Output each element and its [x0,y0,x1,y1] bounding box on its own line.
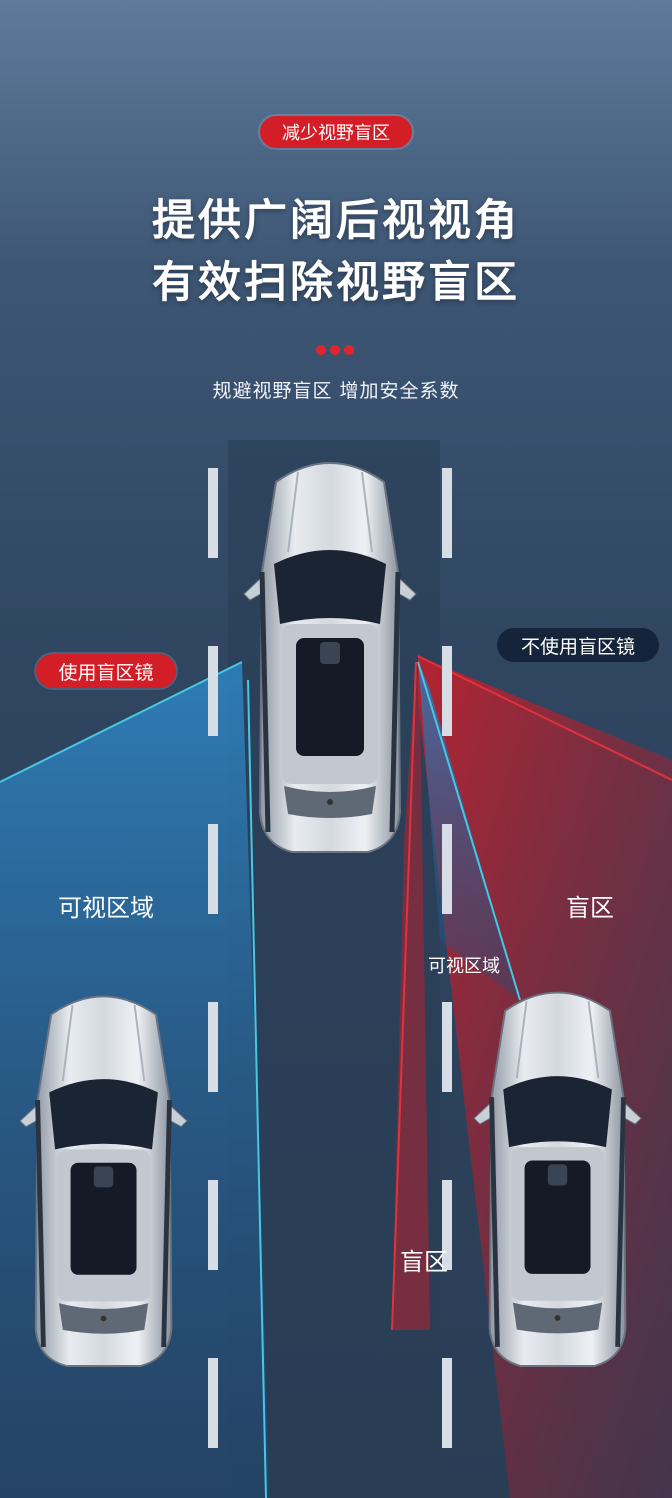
visible-zone-left-edge-inner [247,679,267,1498]
blind-zone-right-edge [417,655,672,781]
left-rear-car [20,996,187,1366]
main-car [244,463,416,852]
blind-zone-right-label: 盲区 [566,894,614,922]
visible-zone-left-label: 可视区域 [58,894,154,922]
with-mirror-callout: 使用盲区镜 [36,654,176,688]
subtitle: 规避视野盲区 增加安全系数 [212,380,460,402]
tag-badge: 减少视野盲区 [260,116,412,148]
visible-zone-left-edge [0,661,243,783]
lane-markings [208,468,452,1448]
visible-zone-center-edge [417,661,521,1001]
blind-zone-bottom [392,660,430,1330]
headline-line2: 有效扫除视野盲区 [152,258,520,308]
headline-line1: 提供广阔后视视角 [152,196,520,246]
blind-zone-bottom-edge [391,661,417,1331]
right-rear-car [474,993,641,1366]
visible-zone-center-label: 可视区域 [428,956,500,977]
without-mirror-callout: 不使用盲区镜 [497,628,659,662]
blind-zone-bottom-label: 盲区 [400,1248,448,1276]
divider-dots [316,345,354,355]
